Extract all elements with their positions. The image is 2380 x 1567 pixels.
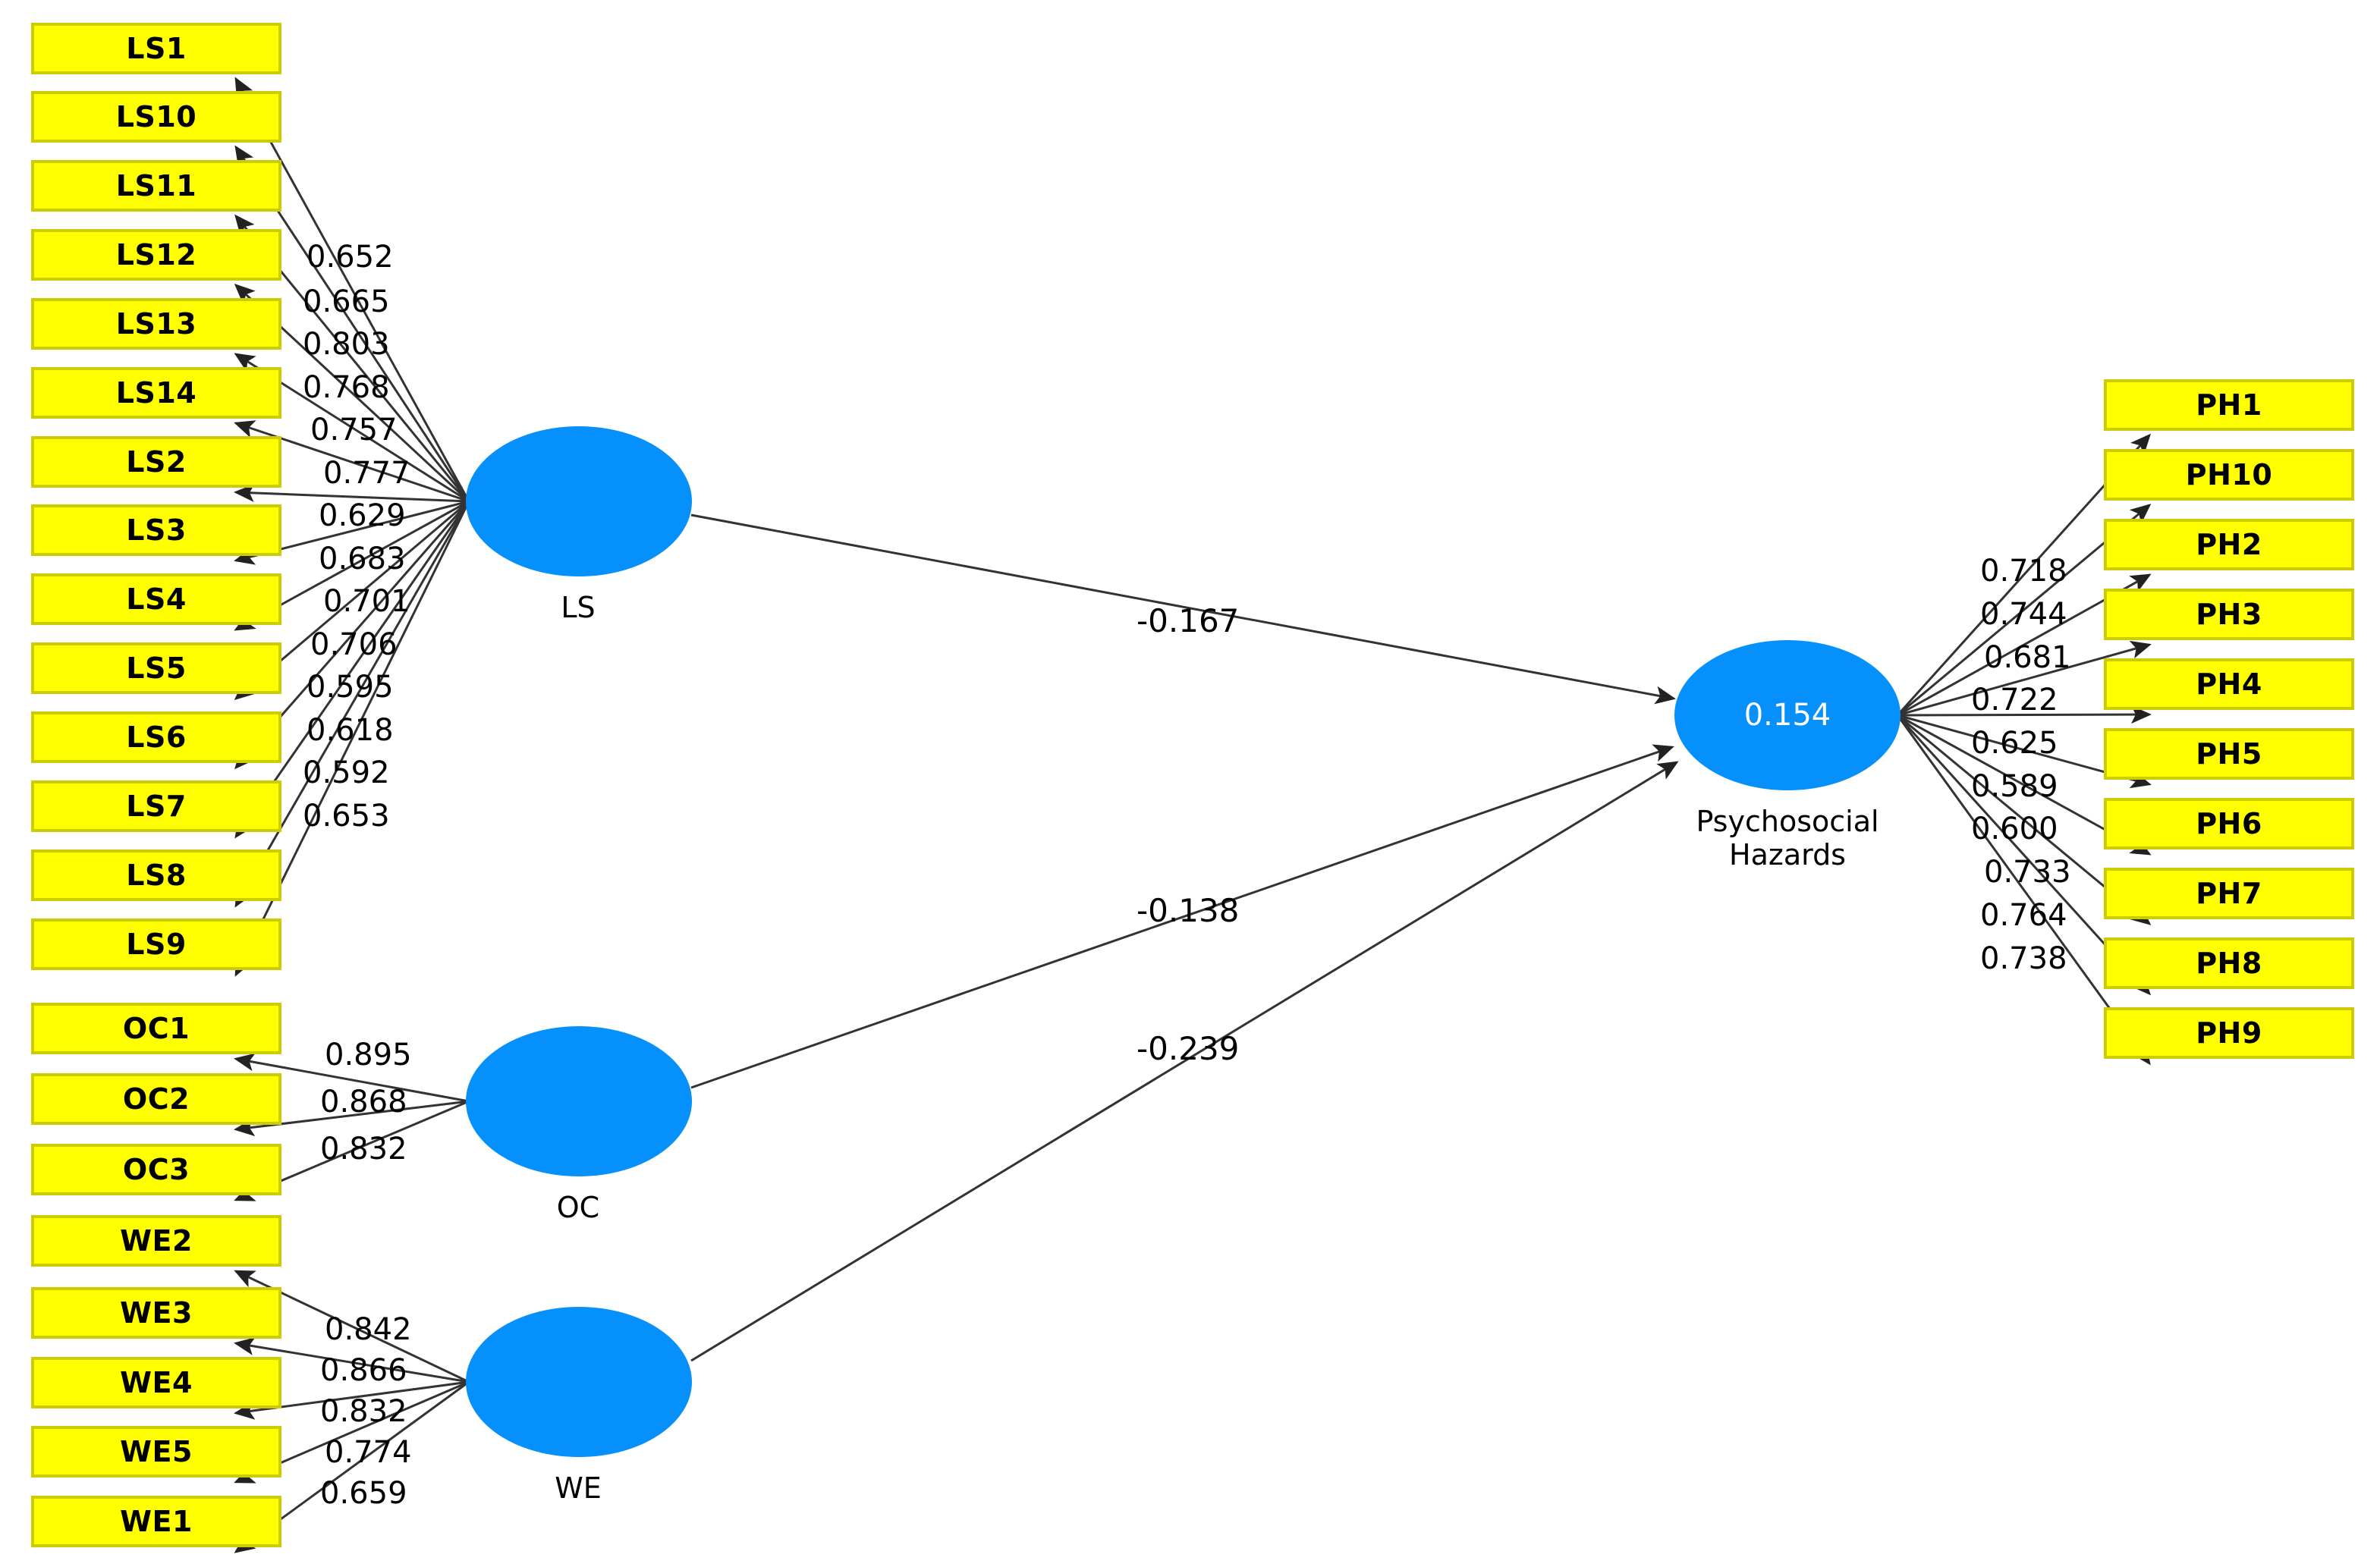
loading-label: 0.866	[320, 1353, 407, 1388]
loading-label: 0.757	[310, 413, 398, 447]
indicator-box-ls11[interactable]: LS11	[31, 160, 281, 212]
indicator-box-oc3[interactable]: OC3	[31, 1144, 281, 1195]
indicator-box-ph10[interactable]: PH10	[2104, 449, 2354, 501]
loading-label: 0.774	[325, 1435, 412, 1470]
structural-path-we-ph	[690, 761, 1679, 1362]
indicator-box-ls12[interactable]: LS12	[31, 229, 281, 281]
loading-label: 0.592	[303, 755, 390, 790]
loading-label: 0.832	[320, 1132, 407, 1167]
loading-label: 0.895	[325, 1038, 412, 1072]
loading-label: 0.701	[323, 584, 410, 619]
loading-label: 0.652	[307, 240, 394, 275]
indicator-box-oc2[interactable]: OC2	[31, 1073, 281, 1125]
indicator-box-ph5[interactable]: PH5	[2104, 728, 2354, 780]
structural-path-oc-ph	[690, 744, 1674, 1089]
loading-label: 0.768	[303, 370, 390, 405]
measurement-edge	[234, 483, 470, 503]
indicator-box-ls9[interactable]: LS9	[31, 919, 281, 970]
indicator-box-ls6[interactable]: LS6	[31, 711, 281, 763]
indicator-box-ph7[interactable]: PH7	[2104, 868, 2354, 919]
indicator-box-ls1[interactable]: LS1	[31, 23, 281, 74]
loading-label: 0.629	[319, 498, 406, 533]
loading-label: 0.738	[1980, 941, 2067, 976]
indicator-box-we4[interactable]: WE4	[31, 1357, 281, 1408]
indicator-box-ls8[interactable]: LS8	[31, 849, 281, 901]
loading-label: 0.832	[320, 1394, 407, 1429]
indicator-box-ph9[interactable]: PH9	[2104, 1007, 2354, 1059]
measurement-edge	[234, 1337, 470, 1383]
indicator-box-we3[interactable]: WE3	[31, 1287, 281, 1339]
latent-variable-we[interactable]	[466, 1307, 692, 1457]
measurement-edge	[234, 77, 470, 502]
loading-label: 0.665	[303, 284, 390, 319]
loading-label: 0.683	[319, 542, 406, 576]
latent-caption-we: WE	[555, 1471, 602, 1505]
loading-label: 0.722	[1971, 683, 2058, 718]
loading-label: 0.803	[303, 327, 390, 362]
loading-label: 0.625	[1971, 726, 2058, 761]
loading-label: 0.842	[325, 1312, 412, 1347]
indicator-box-we1[interactable]: WE1	[31, 1496, 281, 1547]
loading-label: 0.653	[303, 799, 390, 834]
indicator-box-ph2[interactable]: PH2	[2104, 519, 2354, 570]
latent-caption-oc: OC	[556, 1191, 600, 1224]
indicator-box-ls14[interactable]: LS14	[31, 367, 281, 419]
path-coefficient-label: -0.239	[1137, 1030, 1240, 1067]
loading-label: 0.706	[310, 627, 398, 662]
latent-variable-oc[interactable]	[466, 1026, 692, 1176]
measurement-edge	[234, 501, 470, 908]
r-squared-value: 0.154	[1743, 698, 1831, 733]
indicator-box-ls7[interactable]: LS7	[31, 780, 281, 832]
loading-label: 0.659	[320, 1476, 407, 1511]
latent-variable-ls[interactable]	[466, 426, 692, 576]
path-coefficient-label: -0.138	[1137, 892, 1240, 929]
loading-label: 0.718	[1980, 554, 2067, 589]
loading-label: 0.868	[320, 1085, 407, 1120]
latent-caption-psychosocial-hazards: Psychosocial Hazards	[1696, 805, 1879, 871]
indicator-box-oc1[interactable]: OC1	[31, 1003, 281, 1054]
loading-label: 0.600	[1971, 812, 2058, 846]
measurement-edge	[234, 1053, 470, 1103]
indicator-box-ph1[interactable]: PH1	[2104, 379, 2354, 431]
indicator-box-ls3[interactable]: LS3	[31, 504, 281, 556]
loading-label: 0.681	[1984, 640, 2071, 675]
indicator-box-ls4[interactable]: LS4	[31, 573, 281, 625]
measurement-edge	[1896, 714, 2151, 1066]
loading-label: 0.595	[307, 670, 394, 705]
loading-label: 0.733	[1984, 855, 2071, 890]
loading-label: 0.618	[307, 713, 394, 748]
indicator-box-ls10[interactable]: LS10	[31, 91, 281, 143]
structural-path-ls-ph	[690, 513, 1676, 705]
measurement-edge	[1897, 705, 2152, 724]
indicator-box-ph3[interactable]: PH3	[2104, 589, 2354, 640]
measurement-edge	[1897, 640, 2152, 717]
loading-label: 0.764	[1980, 898, 2067, 933]
indicator-box-ls2[interactable]: LS2	[31, 436, 281, 488]
loading-label: 0.744	[1980, 597, 2067, 632]
latent-variable-psychosocial-hazards[interactable]: 0.154	[1674, 640, 1901, 790]
indicator-box-ph6[interactable]: PH6	[2104, 798, 2354, 849]
indicator-box-ph8[interactable]: PH8	[2104, 937, 2354, 989]
indicator-box-we5[interactable]: WE5	[31, 1426, 281, 1478]
path-coefficient-label: -0.167	[1137, 602, 1240, 639]
indicator-box-ph4[interactable]: PH4	[2104, 658, 2354, 710]
indicator-box-ls5[interactable]: LS5	[31, 642, 281, 694]
indicator-box-ls13[interactable]: LS13	[31, 298, 281, 350]
latent-caption-ls: LS	[561, 591, 596, 624]
loading-label: 0.589	[1971, 769, 2058, 804]
loading-label: 0.777	[323, 456, 410, 491]
indicator-box-we2[interactable]: WE2	[31, 1215, 281, 1267]
